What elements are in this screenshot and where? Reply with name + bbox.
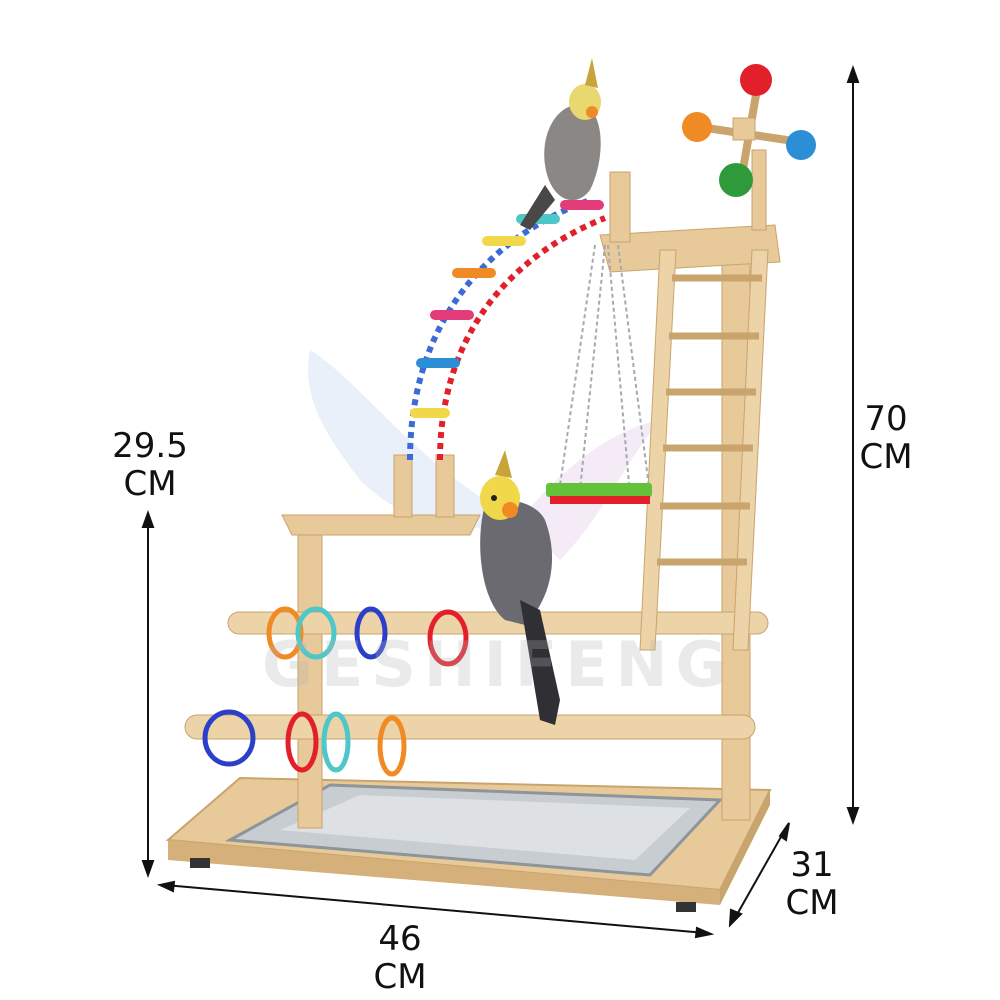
upper-platform — [599, 224, 781, 273]
swing-icon — [546, 244, 652, 504]
background-wing-shape — [308, 350, 520, 528]
small-post-right — [435, 454, 455, 518]
height-mid-value: 29.5 — [112, 426, 188, 466]
ball-icon — [740, 64, 772, 96]
dimension-arrow-depth — [728, 822, 790, 928]
dimension-arrow-width — [156, 880, 715, 939]
width-unit: CM — [373, 957, 427, 997]
bead-ladder — [407, 197, 607, 461]
steel-tray — [224, 783, 724, 877]
ring-icon — [295, 606, 337, 660]
width-label: 46 CM — [360, 920, 440, 996]
bird-icon — [480, 450, 560, 725]
bird-icon — [520, 58, 601, 230]
ring-icon — [321, 711, 351, 773]
short-post — [609, 171, 631, 243]
ring-icon — [354, 606, 388, 660]
ring-icon — [266, 606, 304, 660]
height-mid-label: 29.5 CM — [100, 427, 200, 503]
height-total-unit: CM — [859, 437, 913, 477]
ring-icon — [202, 709, 256, 767]
depth-label: 31 CM — [772, 846, 852, 922]
lower-platform — [281, 514, 481, 536]
depth-value: 31 — [790, 845, 834, 885]
ball-icon — [719, 163, 753, 197]
ring-icon — [285, 711, 319, 773]
small-post-left — [393, 454, 413, 518]
depth-unit: CM — [785, 883, 839, 923]
width-value: 46 — [378, 919, 422, 959]
dimension-arrow-height-total — [846, 65, 860, 825]
ladder-icon — [639, 249, 769, 651]
height-mid-unit: CM — [123, 464, 177, 504]
ball-icon — [786, 130, 816, 160]
top-post — [751, 149, 767, 231]
ring-icon — [377, 715, 407, 777]
height-total-value: 70 — [864, 399, 908, 439]
ball-icon — [682, 112, 712, 142]
upper-perch-rings — [266, 606, 469, 667]
lower-perch — [184, 714, 756, 740]
height-total-label: 70 CM — [838, 400, 934, 476]
dimension-arrow-height-mid — [141, 510, 155, 878]
watermark-text: GESHIFENG — [262, 628, 735, 701]
lower-perch-rings — [202, 709, 407, 777]
rattan-balls — [682, 64, 816, 197]
ring-icon — [427, 609, 469, 667]
